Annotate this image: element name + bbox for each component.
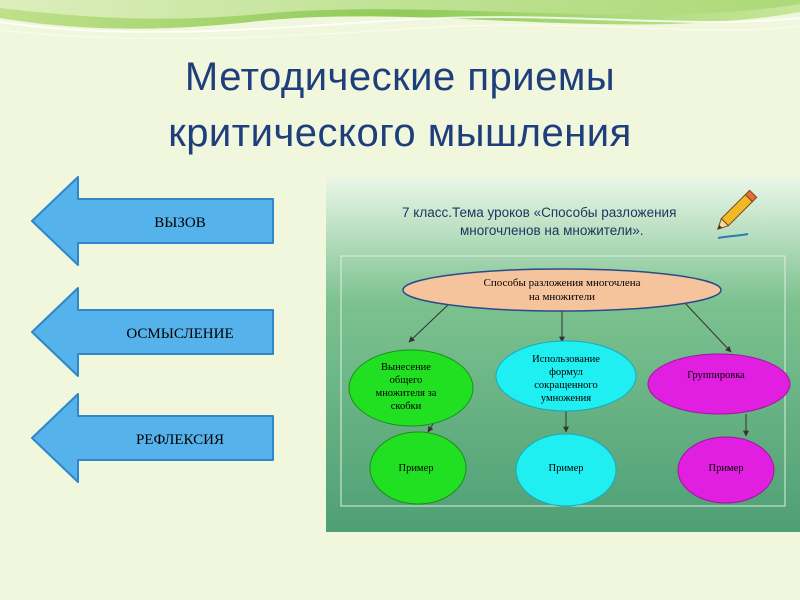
method-2-line-4: умножения (541, 393, 591, 404)
connector-root-method-1 (408, 301, 452, 343)
method-1-line-3: множителя за (376, 388, 437, 399)
example-2-label: Пример (548, 463, 583, 474)
method-1-ellipse (348, 349, 474, 427)
method-1-line-4: скобки (391, 401, 422, 412)
method-3-ellipse (647, 353, 791, 415)
method-2-line-1: Использование (532, 354, 600, 365)
arrow-osmyslenie-label: ОСМЫСЛЕНИЕ (126, 326, 233, 342)
connector-root-method-3 (683, 301, 732, 353)
root-ellipse (402, 268, 722, 312)
arrow-refleksiya: РЕФЛЕКСИЯ (31, 393, 274, 483)
example-3-label: Пример (708, 463, 743, 474)
diagram-panel: 7 класс.Тема уроков «Способы разложения … (326, 178, 800, 532)
method-2-line-3: сокращенного (534, 380, 597, 391)
example-2-ellipse (515, 433, 617, 507)
root-label-line-2: на множители (529, 291, 595, 303)
method-1-line-2: общего (390, 375, 423, 386)
example-1-label: Пример (398, 463, 433, 474)
header-wave-decoration (0, 0, 800, 40)
arrow-vyzov-label: ВЫЗОВ (154, 215, 205, 231)
diagram-header-line-2: многочленов на множители». (460, 223, 644, 238)
method-2-ellipse (495, 340, 637, 412)
pencil-icon (716, 189, 758, 231)
example-3-ellipse (677, 436, 775, 504)
method-2-line-2: формул (549, 367, 583, 378)
method-3-line-1: Группировка (687, 370, 745, 381)
root-label-line-1: Способы разложения многочлена (484, 277, 641, 289)
method-1-line-1: Вынесение (381, 362, 431, 373)
arrow-osmyslenie: ОСМЫСЛЕНИЕ (31, 287, 274, 377)
arrow-refleksiya-label: РЕФЛЕКСИЯ (136, 432, 224, 448)
slide-title-line-2: критического мышления (168, 111, 632, 155)
diagram-header-line-1: 7 класс.Тема уроков «Способы разложения (402, 205, 676, 220)
slide-title-line-1: Методические приемы (184, 55, 616, 99)
arrow-vyzov: ВЫЗОВ (31, 176, 274, 266)
example-1-ellipse (369, 431, 467, 505)
